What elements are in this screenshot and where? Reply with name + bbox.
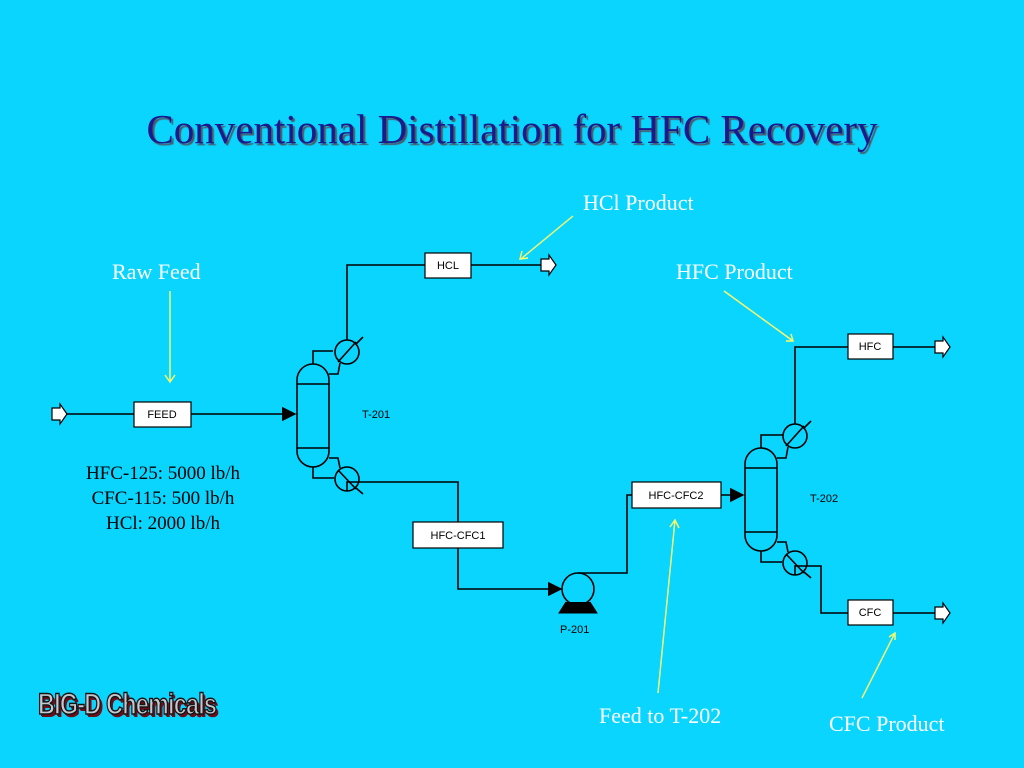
pointer-raw-feed: [164, 291, 176, 384]
t201-reboiler: [312, 457, 364, 495]
t201-condenser: [312, 336, 364, 375]
column-t202: [744, 447, 778, 552]
stream-box-hfc-cfc1: HFC-CFC1: [412, 521, 504, 549]
cfc-outlet-arrow-icon: [934, 601, 951, 625]
stream-box-cfc: CFC: [847, 599, 894, 626]
feed-composition-hcl: HCl: 2000 lb/h: [105, 513, 220, 534]
callout-raw-feed: Raw Feed: [112, 259, 201, 284]
stream-box-feed: FEED: [133, 401, 192, 428]
stream-cfc-label: CFC: [859, 607, 882, 619]
column-t201: [296, 363, 330, 468]
feed-composition-cfc115: CFC-115: 500 lb/h: [91, 488, 235, 509]
pump-discharge-line: [597, 494, 632, 574]
pointer-feed-to-t202: [657, 518, 680, 694]
t201-bottoms-line: [346, 481, 459, 522]
t202-overhead-line: [794, 346, 848, 424]
callout-feed-to-t202: Feed to T-202: [599, 703, 722, 728]
stream-box-hfc: HFC: [847, 333, 894, 360]
big-d-chemicals-logo: BIG-D Chemicals: [37, 687, 217, 722]
stream-feed-label: FEED: [147, 409, 176, 421]
stream-box-hcl: HCL: [424, 252, 472, 279]
slide-title: Conventional Distillation for HFC Recove…: [146, 106, 878, 152]
callout-cfc-product: CFC Product: [829, 711, 945, 736]
t201-overhead-line: [346, 264, 425, 340]
hfc-cfc1-to-pump-line: [457, 548, 563, 597]
stream-hfc-cfc1-label: HFC-CFC1: [431, 530, 486, 542]
p201-label: P-201: [560, 624, 589, 636]
pointer-hfc-product: [723, 290, 794, 342]
t202-condenser: [760, 420, 812, 459]
t202-label: T-202: [810, 493, 838, 505]
t202-bottoms-line: [794, 565, 848, 614]
stream-hcl-label: HCL: [437, 260, 459, 272]
pump-p201: [558, 572, 598, 614]
feed-composition: HFC-125: 5000 lb/h CFC-115: 500 lb/h HCl…: [40, 461, 286, 536]
feed-composition-hfc125: HFC-125: 5000 lb/h: [85, 463, 241, 484]
callout-hcl-product: HCl Product: [583, 190, 694, 215]
hfc-outlet-arrow-icon: [934, 335, 951, 359]
feed-inlet-arrow-icon: [51, 402, 68, 426]
stream-hfc-cfc2-label: HFC-CFC2: [649, 490, 704, 502]
t201-label: T-201: [362, 409, 390, 421]
stream-box-hfc-cfc2: HFC-CFC2: [631, 481, 722, 509]
pointer-cfc-product: [861, 631, 896, 699]
callout-hfc-product: HFC Product: [676, 259, 793, 284]
hcl-outlet-arrow-icon: [540, 253, 557, 277]
t202-reboiler: [760, 541, 812, 579]
pointer-hcl-product: [519, 215, 574, 260]
stream-hfc-label: HFC: [859, 341, 882, 353]
